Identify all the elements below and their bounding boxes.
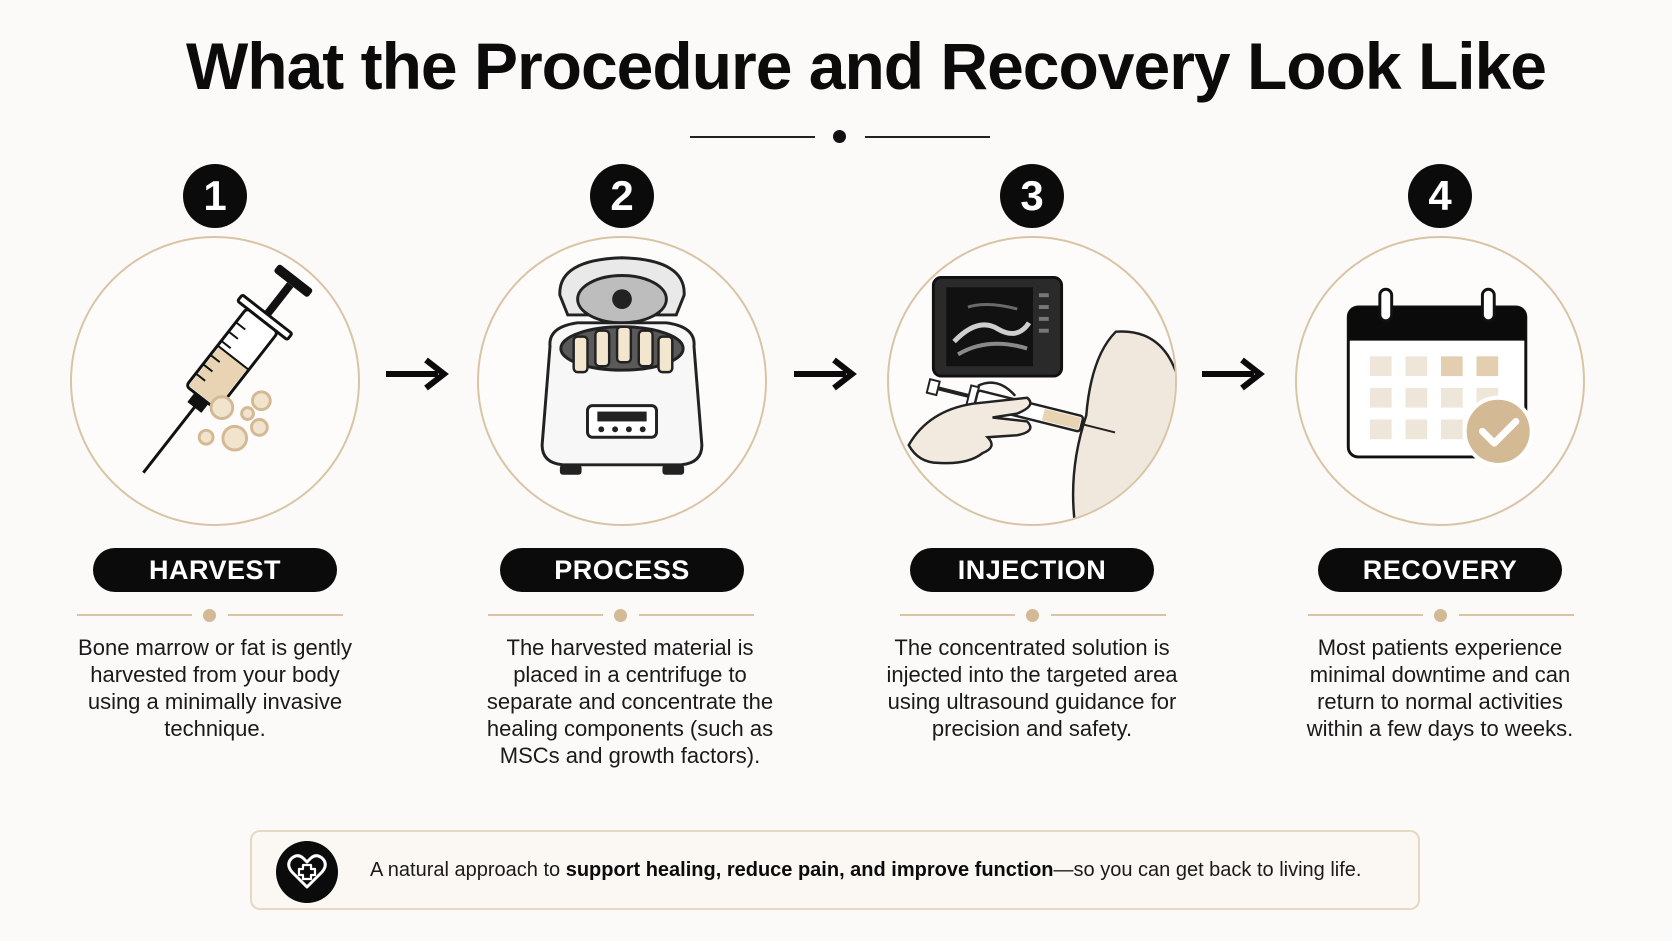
step-description: The concentrated solution is injected in… (886, 635, 1178, 741)
step-divider (1308, 608, 1574, 622)
summary-banner: A natural approach to support healing, r… (250, 830, 1420, 910)
page-title: What the Procedure and Recovery Look Lik… (185, 29, 1547, 103)
step-label: INJECTION (910, 548, 1154, 592)
step-number: 1 (183, 164, 247, 228)
arrow-right-icon (386, 357, 449, 391)
calendar-check-icon (1295, 236, 1585, 526)
banner-text: A natural approach to support healing, r… (370, 859, 1362, 881)
step-label: PROCESS (500, 548, 744, 592)
step-description: Most patients experience minimal downtim… (1306, 635, 1574, 741)
title-divider (690, 128, 990, 144)
arrow-right-icon (1202, 357, 1265, 391)
step-label: RECOVERY (1318, 548, 1562, 592)
heart-plus-icon (276, 841, 338, 903)
step-number: 3 (1000, 164, 1064, 228)
syringe-icon (70, 236, 360, 526)
step-label: HARVEST (93, 548, 337, 592)
step-divider (488, 608, 754, 622)
step-divider (77, 608, 343, 622)
step-description: The harvested material is placed in a ce… (486, 635, 774, 768)
ultrasound-injection-icon (887, 236, 1177, 526)
centrifuge-icon (477, 236, 767, 526)
step-number: 2 (590, 164, 654, 228)
step-description: Bone marrow or fat is gently harvested f… (78, 635, 352, 741)
arrow-right-icon (794, 357, 857, 391)
step-divider (900, 608, 1166, 622)
step-number: 4 (1408, 164, 1472, 228)
